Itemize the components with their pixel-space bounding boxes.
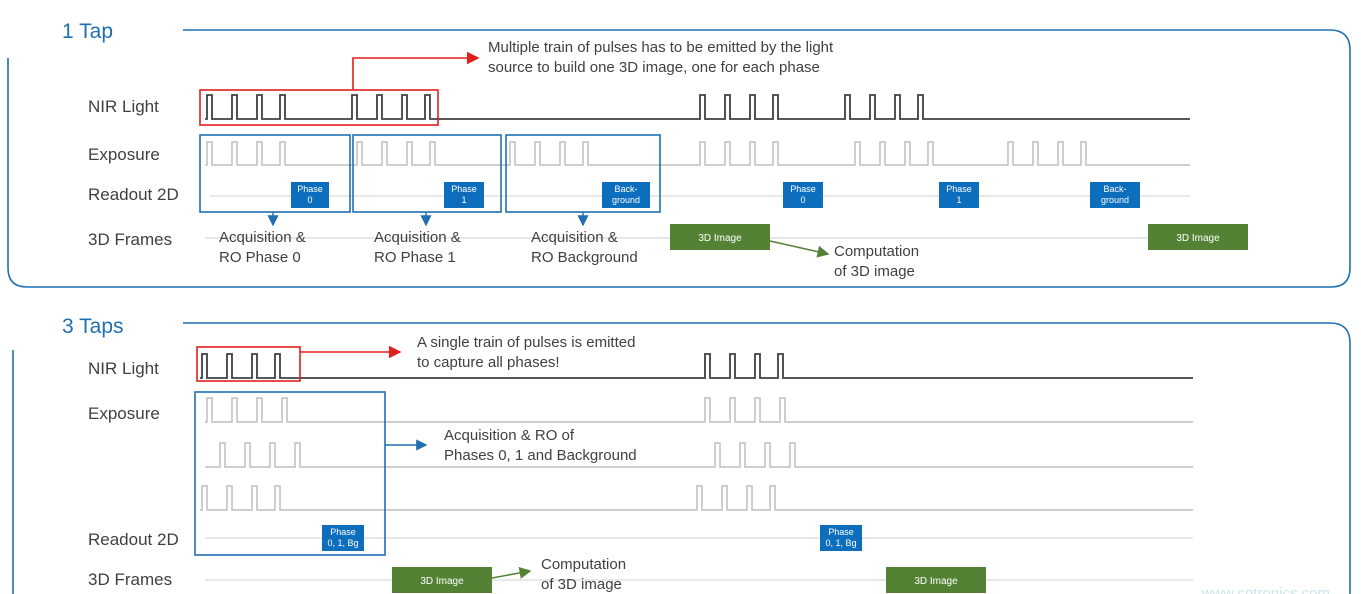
computation-note: Computation of 3D image xyxy=(541,556,626,593)
svg-text:1: 1 xyxy=(461,195,466,205)
row-label-readout-2d: Readout 2D xyxy=(88,185,179,204)
svg-text:Phase: Phase xyxy=(946,184,972,194)
svg-text:3D Image: 3D Image xyxy=(420,576,464,587)
svg-text:Acquisition &: Acquisition & xyxy=(219,229,306,246)
computation-note: Computation of 3D image xyxy=(834,243,919,280)
svg-text:Phase: Phase xyxy=(297,184,323,194)
svg-text:Back-: Back- xyxy=(1103,184,1126,194)
svg-text:RO Phase 1: RO Phase 1 xyxy=(374,249,456,266)
svg-text:3D Image: 3D Image xyxy=(914,576,958,587)
svg-text:Multiple train of pulses has t: Multiple train of pulses has to be emitt… xyxy=(488,39,834,56)
watermark: www.cntronics.com xyxy=(1201,585,1330,594)
3d-image-badge: 3D Image xyxy=(1148,224,1248,250)
readout-badge: Phase 1 xyxy=(444,182,484,208)
svg-text:Acquisition & RO of: Acquisition & RO of xyxy=(444,427,575,444)
svg-text:Computation: Computation xyxy=(834,243,919,260)
acquisition-box-phase-1 xyxy=(352,134,502,213)
section-1-frame xyxy=(7,29,1351,288)
exposure-signal-tap-c xyxy=(200,485,1193,511)
svg-text:RO Background: RO Background xyxy=(531,249,638,266)
svg-text:to capture all phases!: to capture all phases! xyxy=(417,354,560,371)
svg-text:1: 1 xyxy=(956,195,961,205)
svg-text:3D Image: 3D Image xyxy=(698,233,742,244)
svg-text:0: 0 xyxy=(307,195,312,205)
callout-note: Multiple train of pulses has to be emitt… xyxy=(488,39,834,76)
row-label-exposure: Exposure xyxy=(88,145,160,164)
svg-text:of 3D image: of 3D image xyxy=(541,576,622,593)
3d-image-badge: 3D Image xyxy=(670,224,770,250)
acquisition-note: Acquisition & RO Phase 0 xyxy=(219,229,306,266)
computation-arrow xyxy=(769,240,830,258)
3d-image-badge: 3D Image xyxy=(392,567,492,593)
section-1-title: 1 Tap xyxy=(62,20,113,43)
readout-badge: Back- ground xyxy=(602,182,650,208)
readout-badge: Phase 0 xyxy=(291,182,329,208)
svg-text:ground: ground xyxy=(612,195,640,205)
svg-text:of 3D image: of 3D image xyxy=(834,263,915,280)
svg-text:3D Image: 3D Image xyxy=(1176,233,1220,244)
row-label-3d-frames: 3D Frames xyxy=(88,570,172,589)
svg-text:Phase: Phase xyxy=(330,527,356,537)
svg-text:Phases 0, 1 and Background: Phases 0, 1 and Background xyxy=(444,447,637,464)
readout-badge: Back- ground xyxy=(1090,182,1140,208)
svg-text:Acquisition &: Acquisition & xyxy=(531,229,618,246)
exposure-signal-tap-a xyxy=(205,397,1193,423)
section-3-taps: 3 Taps NIR Light Exposure Readout 2D 3D … xyxy=(12,315,1351,594)
svg-text:Phase: Phase xyxy=(828,527,854,537)
row-label-nir-light: NIR Light xyxy=(88,97,159,116)
acquisition-note: Acquisition & RO of Phases 0, 1 and Back… xyxy=(444,427,637,464)
pulse-train-highlight xyxy=(196,346,301,382)
nir-light-signal xyxy=(200,353,1193,379)
callout-note: A single train of pulses is emitted to c… xyxy=(417,334,635,371)
nir-light-signal xyxy=(205,94,1190,120)
svg-text:Back-: Back- xyxy=(614,184,637,194)
svg-text:0, 1, Bg: 0, 1, Bg xyxy=(825,538,856,548)
readout-badge: Phase 0 xyxy=(783,182,823,208)
row-label-readout-2d: Readout 2D xyxy=(88,530,179,549)
svg-text:0: 0 xyxy=(800,195,805,205)
acquisition-note: Acquisition & RO Background xyxy=(531,229,638,266)
exposure-signal-tap-b xyxy=(205,442,1193,468)
section-2-title: 3 Taps xyxy=(62,315,124,338)
computation-arrow xyxy=(491,567,532,579)
readout-badge: Phase 0, 1, Bg xyxy=(820,525,862,551)
acquisition-note: Acquisition & RO Phase 1 xyxy=(374,229,461,266)
exposure-signal xyxy=(205,141,1190,166)
acquisition-box-all-phases xyxy=(194,391,386,556)
row-label-exposure: Exposure xyxy=(88,404,160,423)
row-label-3d-frames: 3D Frames xyxy=(88,230,172,249)
acquisition-box-phase-0 xyxy=(199,134,351,213)
svg-text:Phase: Phase xyxy=(451,184,477,194)
svg-text:Phase: Phase xyxy=(790,184,816,194)
readout-badge: Phase 1 xyxy=(939,182,979,208)
readout-badge: Phase 0, 1, Bg xyxy=(322,525,364,551)
pulse-train-highlight xyxy=(199,89,439,126)
row-label-nir-light: NIR Light xyxy=(88,359,159,378)
3d-image-badge: 3D Image xyxy=(886,567,986,593)
svg-text:ground: ground xyxy=(1101,195,1129,205)
callout-arrow xyxy=(352,51,480,90)
section-2-frame xyxy=(12,322,1351,594)
svg-text:A single train of pulses is em: A single train of pulses is emitted xyxy=(417,334,635,351)
svg-text:Computation: Computation xyxy=(541,556,626,573)
svg-text:source to build one 3D image,: source to build one 3D image, one for ea… xyxy=(488,59,820,76)
section-1-tap: 1 Tap NIR Light Exposure Readout 2D 3D F… xyxy=(7,20,1351,288)
svg-text:Acquisition &: Acquisition & xyxy=(374,229,461,246)
svg-text:0, 1, Bg: 0, 1, Bg xyxy=(327,538,358,548)
svg-text:RO Phase 0: RO Phase 0 xyxy=(219,249,301,266)
